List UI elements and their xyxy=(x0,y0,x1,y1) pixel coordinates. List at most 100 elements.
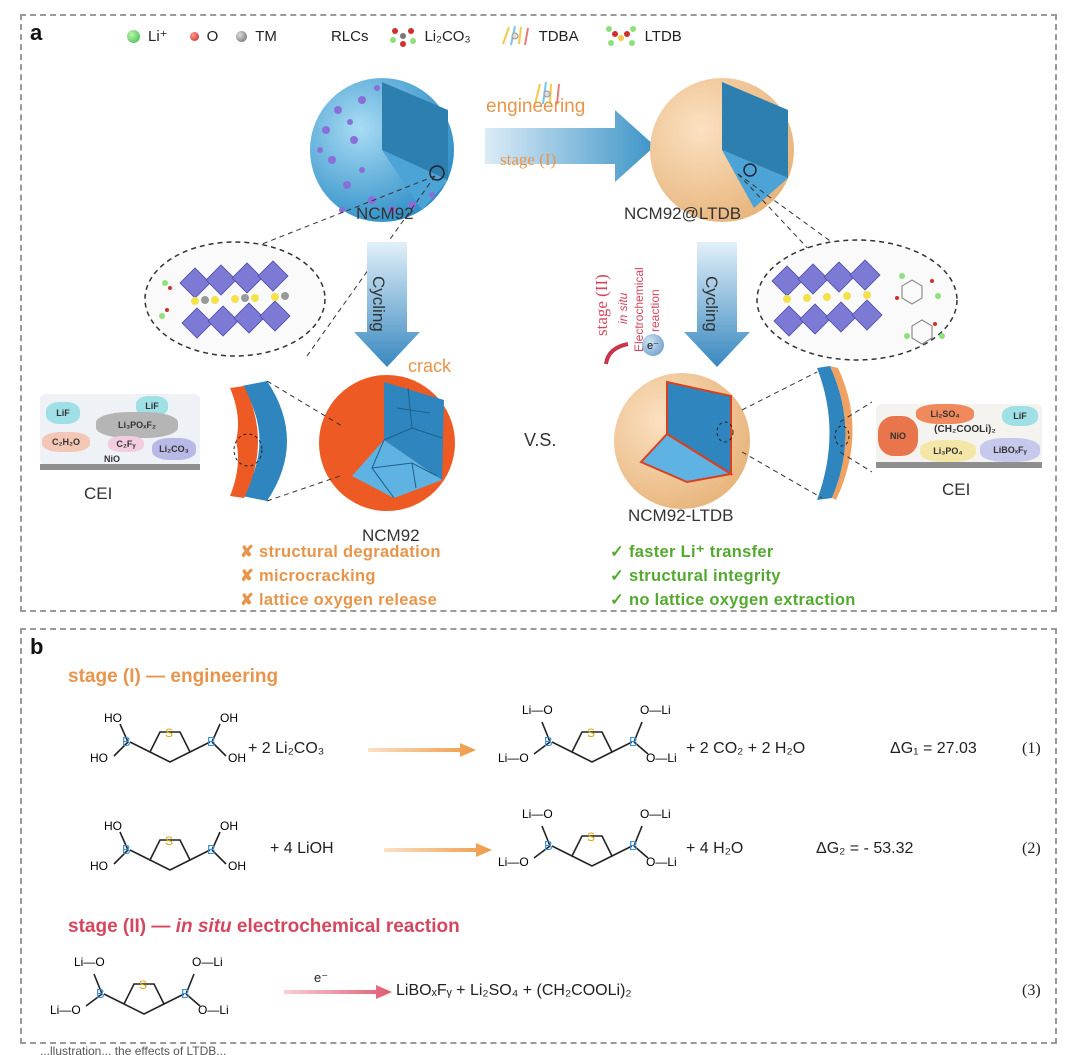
svg-text:HO: HO xyxy=(90,859,108,873)
right-bullet-2: ✓ structural integrity xyxy=(610,567,781,585)
ltdb-structure-eq2: S B B Li—O Li—O O—Li O—Li xyxy=(498,807,677,869)
eq3-number: (3) xyxy=(1022,982,1041,999)
caption-fragment: ...llustration... the effects of LTDB... xyxy=(40,1044,227,1055)
svg-text:B: B xyxy=(629,734,638,749)
legend-tm: TM xyxy=(255,27,277,45)
cei-left-species-5: C₂Fᵧ xyxy=(108,436,144,452)
eq1-reagent: + 2 Li₂CO₃ xyxy=(248,740,325,757)
eq1-products: + 2 CO₂ + 2 H₂O xyxy=(686,740,806,757)
cei-left-label: CEI xyxy=(84,484,113,503)
crack-label: crack xyxy=(408,356,452,376)
svg-text:OH: OH xyxy=(228,751,246,765)
cei-left-species-3: Li₃POₓF₂ xyxy=(96,412,178,438)
engineering-arrow xyxy=(485,81,655,182)
cei-left-species-6: Li₂CO₃ xyxy=(152,438,196,460)
ncm92-ltdb-top-label: NCM92@LTDB xyxy=(624,204,742,223)
right-bullet-3: ✓ no lattice oxygen extraction xyxy=(610,591,856,609)
svg-text:S: S xyxy=(165,726,173,740)
legend-li2co3: Li₂CO₃ xyxy=(424,27,471,45)
stage2-heading-suffix: electrochemical reaction xyxy=(231,916,460,937)
eq2-products: + 4 H₂O xyxy=(686,840,744,857)
arrow-stage1-text: stage (I) xyxy=(500,150,557,169)
ltdb-structure-eq1: S B B Li—O Li—O O—Li O—Li xyxy=(498,703,677,765)
ncm92-top-label: NCM92 xyxy=(356,204,414,223)
cei-left-species-1: LiF xyxy=(46,402,80,424)
stage2-heading-prefix: stage (II) — xyxy=(68,916,176,937)
svg-text:B: B xyxy=(122,842,131,857)
eq3-arrow xyxy=(284,985,392,999)
ncm92-cracked-particle xyxy=(319,375,455,511)
svg-text:OH: OH xyxy=(228,859,246,873)
cei-right-species-2: (CH₂COOLi)₂ xyxy=(934,423,996,435)
cei-right-species-5: Li₃PO₄ xyxy=(920,440,976,462)
cei-left-substrate xyxy=(40,464,200,470)
cei-right-substrate xyxy=(876,462,1042,468)
ncm92-ltdb-bottom-label: NCM92-LTDB xyxy=(628,506,734,525)
ncm92-bottom-label: NCM92 xyxy=(362,526,420,545)
li-ion-dot xyxy=(127,29,140,43)
legend-tdba: TDBA xyxy=(538,27,579,45)
panel-b-label: b xyxy=(30,634,44,659)
ncm92-ltdb-particle-bottom xyxy=(614,373,750,509)
lattice-ncm92-ltdb xyxy=(756,239,958,361)
stage1-heading: stage (I) — engineering xyxy=(68,666,279,687)
svg-text:Li—O: Li—O xyxy=(522,703,553,717)
cycling-right-label: Cycling xyxy=(702,276,721,332)
panel-a: a Li⁺ O TM RLCs Li₂CO₃ TDBA LTDB xyxy=(20,14,1057,612)
cei-right-box: Li₂SO₄ (CH₂COOLi)₂ LiF NiO Li₃PO₄ LiBOₓF… xyxy=(876,404,1042,464)
tdba-structure-eq1: S B B HO HO OH OH xyxy=(90,711,246,765)
cei-left-species-2: LiF xyxy=(136,396,168,416)
svg-text:O—Li: O—Li xyxy=(646,751,677,765)
legend-rlcs: RLCs xyxy=(330,27,369,45)
electron-badge: e⁻ xyxy=(642,334,664,356)
svg-text:HO: HO xyxy=(90,751,108,765)
svg-text:B: B xyxy=(544,734,553,749)
tm-dot xyxy=(236,30,248,42)
stage2-insitu-label: in situ xyxy=(616,292,630,324)
svg-text:S: S xyxy=(587,726,595,740)
ltdb-structure-eq3: S B B Li—O Li—O O—Li O—Li xyxy=(50,955,229,1017)
svg-text:Li—O: Li—O xyxy=(522,807,553,821)
cycling-arrow-left xyxy=(354,242,420,367)
svg-text:HO: HO xyxy=(104,819,122,833)
tdba-molecule-small-icon xyxy=(534,81,560,105)
svg-text:S: S xyxy=(587,830,595,844)
svg-text:OH: OH xyxy=(220,711,238,725)
eq2-dg: ΔG₂ = - 53.32 xyxy=(816,840,914,857)
svg-text:B: B xyxy=(96,986,105,1001)
tdba-structure-eq2: S B B HO HO OH OH xyxy=(90,819,246,873)
cei-right-label: CEI xyxy=(942,480,971,499)
svg-text:S: S xyxy=(165,834,173,848)
svg-text:OH: OH xyxy=(220,819,238,833)
cei-right-species-3: LiF xyxy=(1002,406,1038,426)
svg-text:B: B xyxy=(207,842,216,857)
svg-text:HO: HO xyxy=(104,711,122,725)
curved-arrow-icon xyxy=(604,342,629,365)
ncm92-particle-top xyxy=(310,78,454,222)
svg-text:O—Li: O—Li xyxy=(640,807,671,821)
eq2-number: (2) xyxy=(1022,840,1041,857)
svg-text:B: B xyxy=(181,986,190,1001)
svg-text:O—Li: O—Li xyxy=(640,703,671,717)
cei-right-species-6: LiBOₓFᵧ xyxy=(980,438,1040,462)
ltdb-molecule-icon xyxy=(605,26,636,46)
cei-right-species-4: NiO xyxy=(878,416,918,456)
cei-left-species-7: NiO xyxy=(103,454,120,464)
eq3-products: LiBOₓFᵧ + Li₂SO₄ + (CH₂COOLi)₂ xyxy=(396,982,632,999)
svg-text:S: S xyxy=(139,978,147,992)
left-bullet-1: ✘ structural degradation xyxy=(240,543,441,561)
panel-a-label: a xyxy=(30,20,43,45)
eq1-number: (1) xyxy=(1022,740,1041,757)
cycling-arrow-right xyxy=(684,242,750,367)
stage2-vertical-label: stage (II) xyxy=(592,274,611,336)
eq3-electron: e⁻ xyxy=(314,970,329,985)
svg-text:B: B xyxy=(207,734,216,749)
legend-li: Li⁺ xyxy=(148,28,168,45)
svg-text:B: B xyxy=(544,838,553,853)
stage2-reaction-label: reaction xyxy=(648,289,662,332)
lattice-ncm92 xyxy=(144,241,326,357)
svg-text:Li—O: Li—O xyxy=(74,955,105,969)
oxygen-dot xyxy=(189,31,199,41)
eq1-arrow xyxy=(368,743,476,757)
eq2-reagent: + 4 LiOH xyxy=(270,840,334,857)
